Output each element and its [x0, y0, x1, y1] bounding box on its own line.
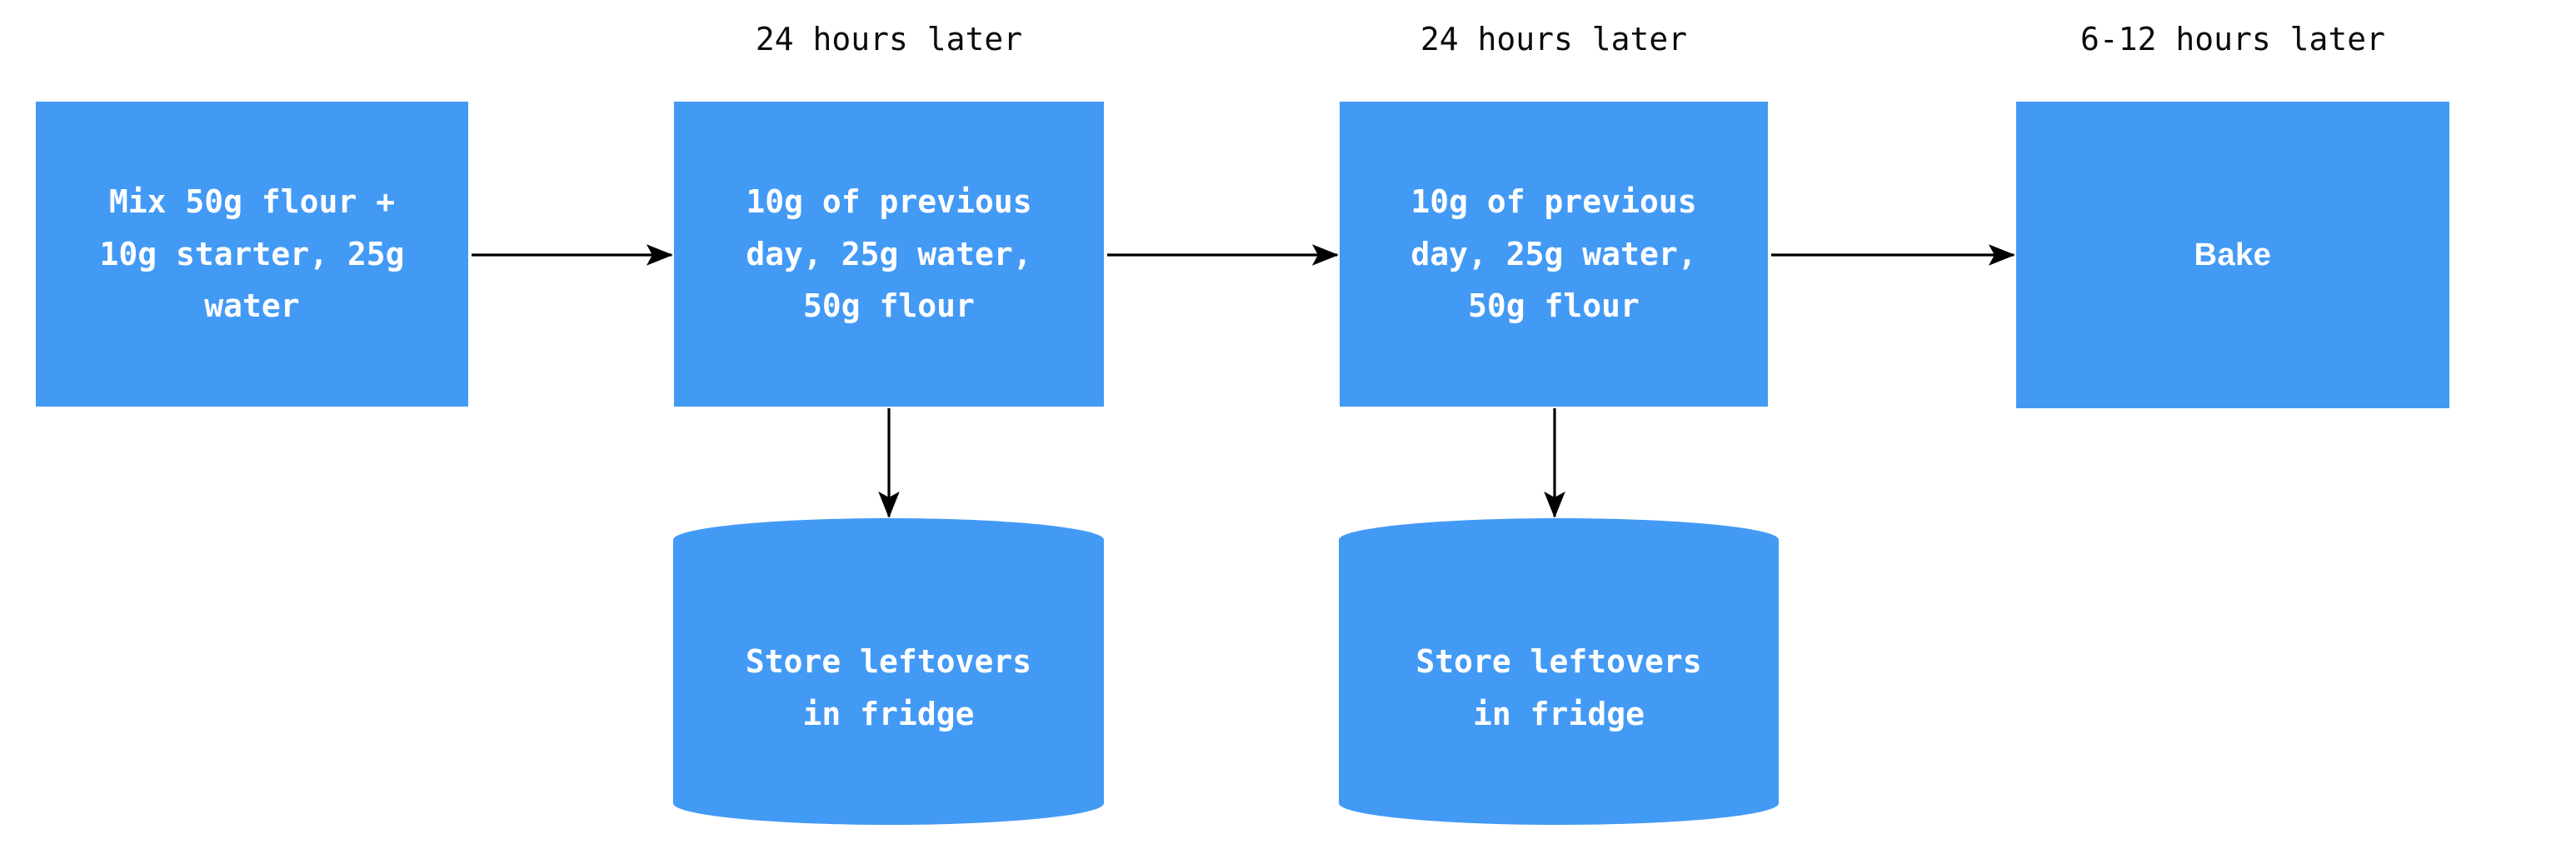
cylinder-shape-icon [1339, 518, 1779, 825]
node-feed-day1[interactable]: 10g of previous day, 25g water, 50g flou… [674, 102, 1104, 407]
edge-label-24-hours-later-1: 24 hours later [755, 21, 1023, 57]
edge-label-24-hours-later-2: 24 hours later [1420, 21, 1688, 57]
node-store-fridge-1[interactable]: Store leftovers in fridge [673, 518, 1104, 825]
cylinder-shape-icon [673, 518, 1104, 825]
edge-label-6-12-hours-later: 6-12 hours later [2079, 21, 2386, 57]
node-store-fridge-2-label: Store leftovers in fridge [1415, 643, 1702, 732]
node-bake[interactable]: Bake [2016, 102, 2449, 408]
node-mix-starter[interactable]: Mix 50g flour + 10g starter, 25g water [36, 102, 468, 407]
node-feed-day2[interactable]: 10g of previous day, 25g water, 50g flou… [1340, 102, 1768, 407]
node-store-fridge-2[interactable]: Store leftovers in fridge [1339, 518, 1779, 825]
node-store-fridge-1-label: Store leftovers in fridge [745, 643, 1032, 732]
